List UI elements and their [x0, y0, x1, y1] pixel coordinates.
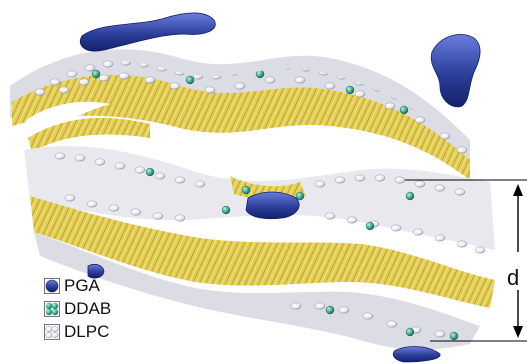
arrow-down-icon: [513, 326, 523, 338]
pga-chain-top-left: [80, 13, 215, 51]
legend-label-pga: PGA: [64, 277, 100, 295]
pga-chain-center: [246, 192, 299, 219]
pga-chain-top-right: [431, 34, 480, 106]
legend-item-pga: PGA: [44, 276, 134, 295]
legend-item-ddab: DDAB: [44, 299, 134, 318]
spacing-label: d: [507, 267, 519, 289]
ddab-bead-icon: [44, 301, 60, 317]
pga-polymer-icon: [44, 278, 60, 294]
dlpc-bead-icon: [44, 324, 60, 340]
legend: PGA DDAB DLPC: [44, 276, 134, 345]
legend-label-ddab: DDAB: [64, 300, 111, 318]
legend-label-dlpc: DLPC: [64, 323, 109, 341]
legend-item-dlpc: DLPC: [44, 322, 134, 341]
arrow-up-icon: [513, 184, 523, 196]
